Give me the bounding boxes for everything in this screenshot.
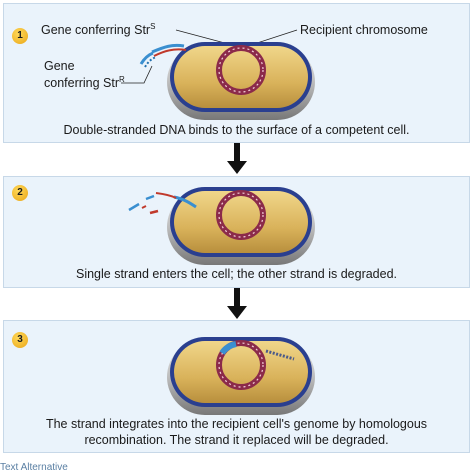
replaced-strand xyxy=(265,349,295,361)
chromosome-texture xyxy=(218,342,264,388)
strR-leader-line xyxy=(121,65,153,84)
chromosome-leader-line xyxy=(253,29,298,45)
cell-cytoplasm xyxy=(174,46,308,108)
step-2-caption: Single strand enters the cell; the other… xyxy=(75,267,398,281)
entering-strand xyxy=(173,195,197,209)
step-1-illustration xyxy=(121,29,315,120)
degraded-fragment xyxy=(149,209,159,215)
donor-dna-strand-a xyxy=(151,43,185,54)
step-3-caption-line1: The strand integrates into the recipient… xyxy=(45,417,428,431)
step-2-badge: 2 xyxy=(12,185,28,201)
degraded-fragment xyxy=(145,194,155,201)
donor-dna-end xyxy=(139,51,154,65)
chromosome-texture xyxy=(218,47,264,93)
gene-strS-label: Gene conferring StrS xyxy=(41,22,156,38)
step-1-caption: Double-stranded DNA binds to the surface… xyxy=(63,123,410,137)
down-arrow-2-icon xyxy=(227,288,247,319)
donor-dna-strand-b xyxy=(153,48,187,57)
donor-dna-end-b xyxy=(144,56,157,68)
step-1-badge: 1 xyxy=(12,28,28,44)
cell-cytoplasm xyxy=(174,341,308,403)
step-3-badge: 3 xyxy=(12,332,28,348)
integrated-strand xyxy=(219,341,237,355)
gene-strR-label-line2: conferring StrR xyxy=(44,75,125,91)
gene-strR-label-line1: Gene xyxy=(44,59,75,73)
text-alternative-link[interactable]: Text Alternative xyxy=(0,462,68,473)
chromosome-texture xyxy=(218,192,264,238)
cell-cytoplasm xyxy=(174,191,308,253)
degraded-fragment xyxy=(128,202,140,212)
degraded-fragment xyxy=(141,205,147,209)
step-3-panel: 3 The strand integrates into the recipie… xyxy=(3,320,470,453)
down-arrow-1-icon xyxy=(227,143,247,174)
strand-outside xyxy=(155,192,177,199)
step-2-illustration xyxy=(128,187,315,265)
step-1-panel: 1 Gene conferring StrS Recipient chromos… xyxy=(3,3,470,143)
step-3-illustration xyxy=(167,337,315,415)
step-3-caption-line2: recombination. The strand it replaced wi… xyxy=(84,433,389,447)
step-2-panel: 2 Single strand enters the cell; the oth… xyxy=(3,176,470,288)
recipient-chromosome-label: Recipient chromosome xyxy=(300,23,428,37)
